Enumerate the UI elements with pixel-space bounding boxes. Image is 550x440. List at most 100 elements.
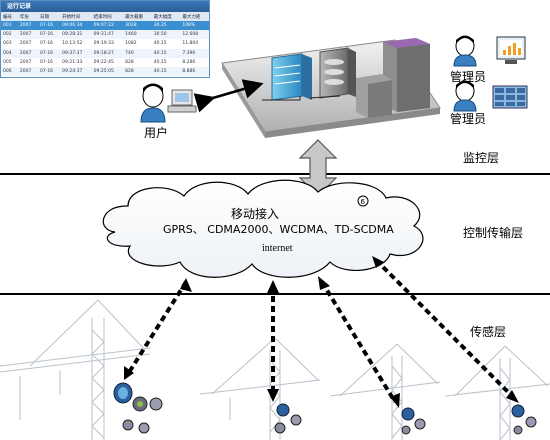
server-tower-small (356, 74, 392, 118)
col-header: 最大力矩 (180, 12, 209, 21)
network-standards-label: GPRS、 CDMA2000、WCDMA、TD-SCDMA (163, 223, 394, 236)
sensor-layer-divider (0, 293, 550, 295)
tower-crane-4 (444, 345, 550, 440)
user-server-arrow (193, 79, 264, 113)
run-record-cell: 09:19:33 (93, 41, 114, 47)
col-header: 日期 (37, 12, 61, 21)
sensor-device-1 (113, 382, 163, 434)
user-label: 用户 (144, 126, 169, 140)
monitor-layer-divider (0, 173, 550, 175)
arrowhead (390, 393, 400, 408)
admin-label-1: 管理员 (450, 70, 487, 84)
wireless-link-3 (320, 280, 397, 404)
run-record-cell: 004 (1, 48, 18, 58)
cable-line (309, 95, 341, 99)
run-record-cell: 09:21:33 (62, 59, 83, 65)
run-record-cell: 09:06:34 (60, 21, 92, 31)
run-record-header-row: 编号 年份 日期 开始时间 结束时间 最大载重 最大幅度 最大力矩 (1, 12, 209, 21)
run-record-cell: 2007 (19, 41, 32, 47)
arrowhead (180, 278, 192, 292)
run-record-cell: 8.886 (180, 66, 209, 77)
arrowhead (267, 280, 279, 293)
sensor-device-2 (274, 403, 302, 434)
run-record-cell: 001 (1, 21, 18, 31)
run-record-cell: 07-16 (37, 48, 61, 58)
run-record-cell: 2007 (17, 30, 38, 40)
cable-line (262, 96, 301, 101)
arrowhead (318, 276, 330, 290)
run-record-cell: 09:07:22 (91, 21, 124, 31)
mobile-network-cloud (102, 179, 424, 278)
run-record-cell: 09:28:31 (60, 30, 92, 40)
run-record-cell: 003 (3, 41, 12, 47)
user-avatar (140, 83, 166, 123)
col-header: 编号 (1, 12, 18, 21)
run-record-cell: 8.286 (182, 59, 196, 65)
run-record-cell: 12.608 (180, 30, 209, 40)
run-record-cell: 07-16 (37, 21, 61, 31)
tower-crane-1 (0, 299, 151, 440)
run-record-cell: 40.15 (153, 41, 167, 47)
run-record-cell: 07-16 (37, 66, 61, 77)
run-record-cell: 09:22:45 (93, 59, 114, 65)
run-record-cell: 07-16 (39, 41, 54, 47)
sensor-device-3 (401, 407, 426, 435)
server-disk-array (319, 47, 356, 99)
run-record-cell: 2007 (19, 59, 32, 65)
wireless-link-4 (374, 258, 516, 400)
admin-label-2: 管理员 (450, 112, 487, 126)
copyright-symbol-icon: 6 (357, 195, 369, 207)
run-record-cell: 108% (180, 21, 209, 31)
run-record-cell: 2007 (17, 21, 38, 31)
run-record-cell: 40.15 (151, 48, 181, 58)
run-record-cell: 1082 (125, 41, 137, 47)
user-computer-icon (167, 89, 197, 113)
server-rack-blue (271, 53, 312, 101)
run-record-cell: 2007 (17, 66, 38, 77)
server-tower-large (383, 38, 430, 112)
internet-label: internet (262, 243, 293, 254)
run-record-cell: 07-16 (37, 30, 61, 40)
run-record-cell: 09:31:47 (91, 30, 124, 40)
run-record-cell: 828 (125, 59, 134, 65)
arrowhead (506, 390, 519, 403)
run-record-cell: 006 (1, 66, 18, 77)
wireless-link-1 (126, 280, 188, 376)
arrowhead (124, 366, 134, 380)
run-record-cell: 7.396 (180, 48, 209, 58)
admin-monitor-grid-icon (492, 85, 528, 109)
run-record-cell: 09:24:37 (60, 66, 92, 77)
admin-avatar-1 (453, 35, 477, 67)
layer-label-control: 控制传输层 (463, 226, 524, 240)
col-header: 结束时间 (91, 12, 124, 21)
run-record-cell: 09:18:27 (91, 48, 124, 58)
run-record-cell: 09:37:37 (60, 48, 92, 58)
run-record-cell: 30.35 (151, 21, 181, 31)
run-record-cell: 828 (123, 66, 152, 77)
admin-monitor-chart-icon (496, 36, 526, 64)
col-header: 最大载重 (123, 12, 152, 21)
run-record-cell: 40.15 (151, 66, 181, 77)
arrowhead (372, 256, 384, 268)
run-record-title: 运行记录 (1, 1, 209, 12)
layer-label-sensor: 传感层 (470, 325, 507, 339)
run-record-cell: 3028 (123, 21, 152, 31)
run-record-cell: 005 (3, 59, 12, 65)
col-header: 最大幅度 (151, 12, 181, 21)
mobile-access-label: 移动接入 (231, 207, 280, 221)
arrowhead (267, 389, 279, 402)
run-record-cell: 740 (123, 48, 152, 58)
col-header: 年份 (17, 12, 38, 21)
run-record-cell: 10:13:52 (62, 41, 83, 47)
run-record-cell: 09:25:05 (91, 66, 124, 77)
run-record-cell: 2007 (17, 48, 38, 58)
sensor-device-4 (511, 404, 537, 435)
run-record-cell: 002 (1, 30, 18, 40)
